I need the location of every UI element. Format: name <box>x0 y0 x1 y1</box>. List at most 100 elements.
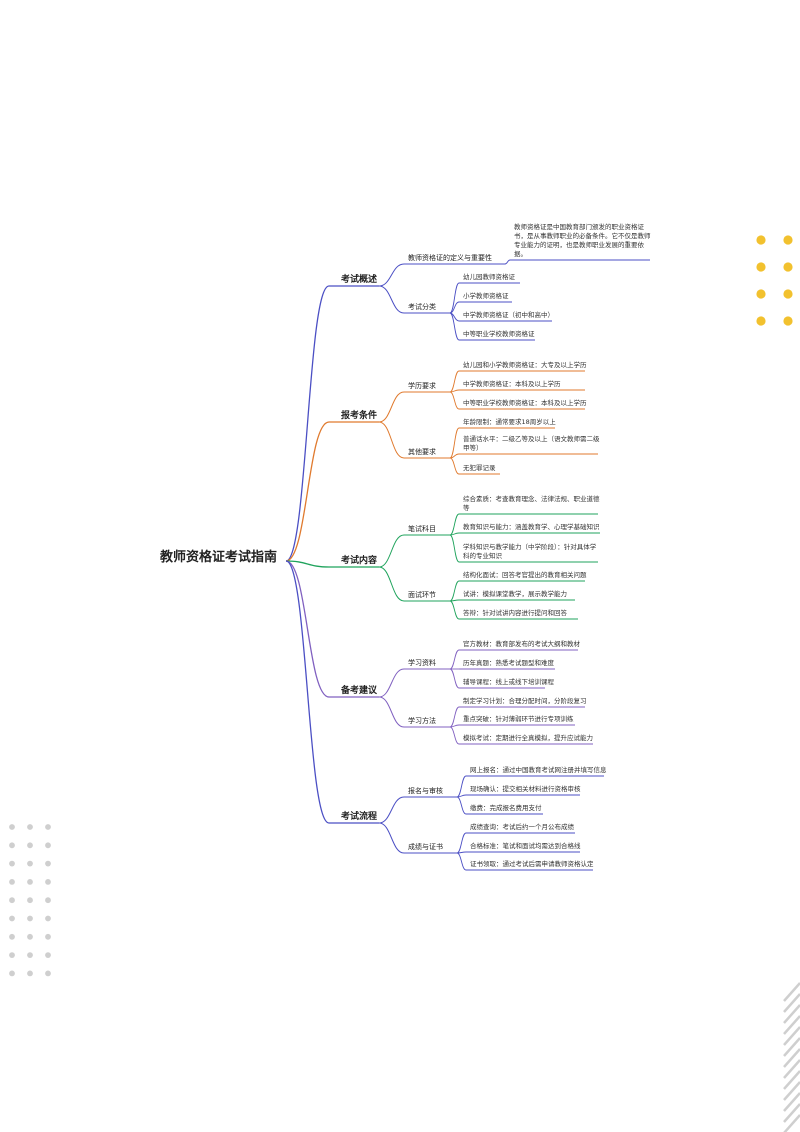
leaf-node[interactable]: 无犯罪记录 <box>463 463 496 472</box>
leaf-node[interactable]: 结构化面试：回答考官提出的教育相关问题 <box>463 570 587 579</box>
sub-leaf-link <box>449 282 460 314</box>
gray-dot <box>9 879 15 885</box>
section-sub-link <box>378 668 405 698</box>
hatch-stripe <box>783 1059 800 1079</box>
leaf-node[interactable]: 中等职业学校教师资格证：本科及以上学历 <box>463 398 587 407</box>
leaf-text-line: 书，是从事教师职业的必备条件。它不仅是教师 <box>514 231 651 240</box>
gray-dot <box>9 842 15 849</box>
section-node[interactable]: 报考条件 <box>341 409 377 421</box>
leaf-node[interactable]: 中学教师资格证：本科及以上学历 <box>463 379 561 388</box>
leaf-node[interactable]: 证书领取：通过考试后需申请教师资格认定 <box>470 859 594 868</box>
leaf-text-line: 中等职业学校教师资格证 <box>463 329 535 338</box>
mind-map-root-title[interactable]: 教师资格证考试指南 <box>159 549 277 565</box>
gray-dot <box>27 952 33 958</box>
connector-lines <box>285 259 650 871</box>
section-node[interactable]: 考试概述 <box>341 273 377 285</box>
section-sub-link <box>378 285 405 314</box>
sub-leaf-link <box>449 370 460 393</box>
hatch-stripe <box>783 1103 800 1123</box>
leaf-text-line: 教育知识与能力：涵盖教育学、心理学基础知识 <box>463 522 600 531</box>
leaf-node[interactable]: 模拟考试：定期进行全真模拟，提升应试能力 <box>463 733 593 742</box>
hatch-stripe <box>783 982 800 1002</box>
sub-leaf-link <box>449 427 460 459</box>
leaf-text-line: 学科知识与教学能力（中学阶段）：针对具体学 <box>463 542 597 551</box>
leaf-node[interactable]: 答辩：针对试讲内容进行提问和回答 <box>463 608 568 617</box>
hatch-stripe <box>783 1092 800 1112</box>
sub-leaf-link <box>449 726 460 745</box>
section-node[interactable]: 备考建议 <box>340 684 378 696</box>
leaf-text-line: 综合素质：考查教育理念、法律法规、职业道德 <box>463 494 600 503</box>
sub-leaf-link <box>449 649 460 670</box>
leaf-node[interactable]: 缴费：完成报名费用支付 <box>470 803 542 812</box>
gray-dot <box>27 824 33 830</box>
sub-node[interactable]: 考试分类 <box>408 302 436 311</box>
sub-leaf-link <box>449 457 460 475</box>
yellow-dot <box>756 262 766 272</box>
gray-dot <box>27 970 33 977</box>
hatch-stripe <box>783 993 800 1013</box>
root-branch-link <box>285 560 330 698</box>
sub-leaf-link <box>449 668 460 689</box>
leaf-text-line: 模拟考试：定期进行全真模拟，提升应试能力 <box>463 733 593 742</box>
sub-node[interactable]: 学习方法 <box>408 716 436 725</box>
sub-node[interactable]: 教师资格证的定义与重要性 <box>408 253 492 262</box>
leaf-node[interactable]: 年龄限制：通常要求18周岁以上 <box>463 417 556 426</box>
leaf-text-line: 网上报名：通过中国教育考试网注册并填写信息 <box>470 765 607 774</box>
yellow-dot <box>756 289 766 299</box>
leaf-text-line: 合格标准：笔试和面试均需达到合格线 <box>470 841 581 850</box>
leaf-node[interactable]: 中等职业学校教师资格证 <box>463 329 535 338</box>
leaf-node[interactable]: 教师资格证是中国教育部门颁发的职业资格证书，是从事教师职业的必备条件。它不仅是教… <box>514 222 651 258</box>
leaf-node[interactable]: 幼儿园教师资格证 <box>463 272 516 281</box>
sub-leaf-link <box>449 301 460 314</box>
leaf-node[interactable]: 历年真题：熟悉考试题型和难度 <box>463 658 555 667</box>
sub-leaf-link <box>449 600 460 620</box>
yellow-dot <box>783 262 793 272</box>
leaf-node[interactable]: 中学教师资格证（初中和高中） <box>463 310 554 319</box>
background-decoration <box>9 235 800 1132</box>
gray-dot <box>9 933 15 940</box>
sub-node[interactable]: 面试环节 <box>408 590 436 599</box>
leaf-node[interactable]: 辅导课程：线上或线下培训课程 <box>463 677 555 686</box>
sub-node[interactable]: 报名与审核 <box>408 786 443 795</box>
mind-map-nodes: 考试概述 教师资格证的定义与重要性 教师资格证是中国教育部门颁发的职业资格证书，是从… <box>340 222 651 868</box>
leaf-text-line: 年龄限制：通常要求18周岁以上 <box>463 417 556 426</box>
sub-node[interactable]: 笔试科目 <box>408 524 436 533</box>
leaf-node[interactable]: 网上报名：通过中国教育考试网注册并填写信息 <box>470 765 607 774</box>
section-node[interactable]: 考试内容 <box>341 554 377 566</box>
leaf-node[interactable]: 小学教师资格证 <box>463 291 509 300</box>
leaf-node[interactable]: 试讲：模拟课堂教学，展示教学能力 <box>463 589 567 598</box>
leaf-text-line: 中等职业学校教师资格证：本科及以上学历 <box>463 398 587 407</box>
section-sub-link <box>378 822 405 854</box>
leaf-text-line: 成绩查询：考试后约一个月公布成绩 <box>470 822 575 831</box>
sub-node[interactable]: 学历要求 <box>408 381 436 390</box>
leaf-node[interactable]: 合格标准：笔试和面试均需达到合格线 <box>470 841 581 850</box>
sub-leaf-link <box>456 852 467 871</box>
gray-dot <box>9 860 15 867</box>
sub-node[interactable]: 成绩与证书 <box>408 842 443 851</box>
leaf-text-line: 幼儿园和小学教师资格证：大专及以上学历 <box>463 360 587 369</box>
section-sub-link <box>378 534 405 568</box>
root-branch-link <box>285 560 330 824</box>
leaf-node[interactable]: 教育知识与能力：涵盖教育学、心理学基础知识 <box>463 522 600 531</box>
leaf-node[interactable]: 官方教材：教育部发布的考试大纲和教材 <box>463 639 581 648</box>
leaf-node[interactable]: 幼儿园和小学教师资格证：大专及以上学历 <box>463 360 587 369</box>
leaf-node[interactable]: 制定学习计划：合理分配时间，分阶段复习 <box>463 696 587 705</box>
section-sub-link <box>378 696 405 728</box>
leaf-text-line: 普通话水平：二级乙等及以上（语文教师需二级 <box>463 434 600 443</box>
leaf-node[interactable]: 现场确认：提交相关材料进行资格审核 <box>470 784 581 793</box>
leaf-node[interactable]: 成绩查询：考试后约一个月公布成绩 <box>470 822 575 831</box>
sub-node[interactable]: 学习资料 <box>408 658 436 667</box>
leaf-node[interactable]: 重点突破：针对薄弱环节进行专项训练 <box>463 714 574 723</box>
gray-dot <box>45 915 51 922</box>
gray-dot <box>45 897 51 904</box>
root-branch-link <box>285 285 330 562</box>
yellow-dot <box>756 316 766 326</box>
sub-node[interactable]: 其他要求 <box>408 447 436 456</box>
leaf-text-line: 专业能力的证明，也是教师职业发展的重要依 <box>514 240 645 249</box>
section-node[interactable]: 考试流程 <box>341 810 377 822</box>
gray-dot <box>45 970 51 977</box>
